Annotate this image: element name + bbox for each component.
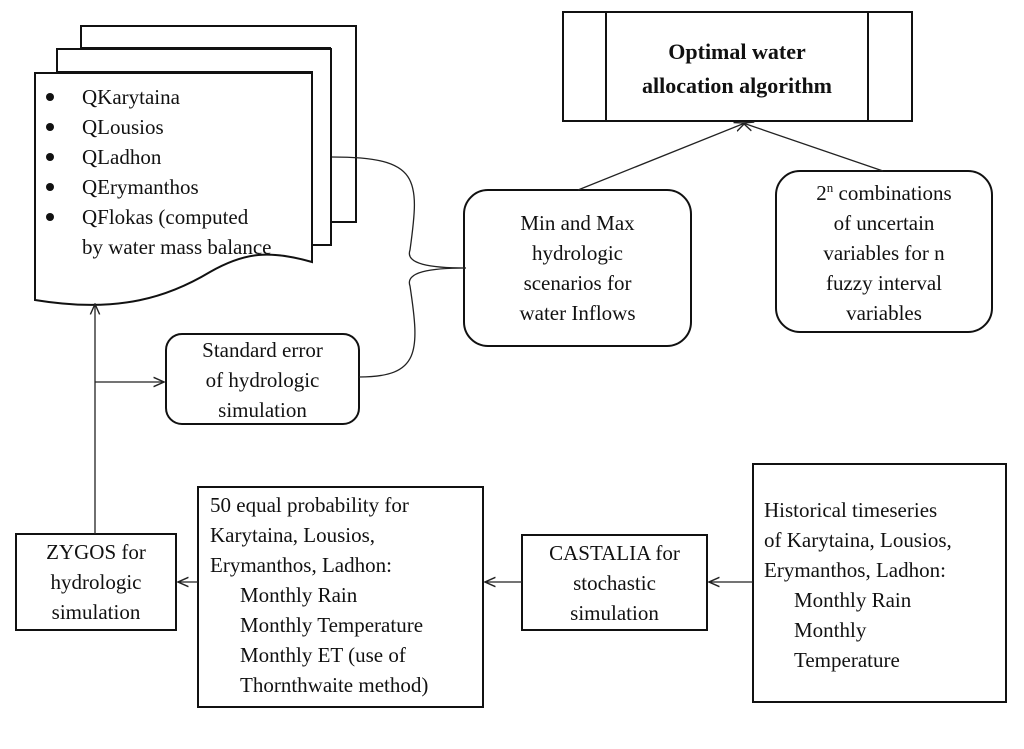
min-max-scenarios-label: Min and Max hydrologic scenarios for wat…: [519, 211, 636, 325]
equal-probability-box: [197, 486, 484, 708]
list-item: QFlokas (computed: [40, 202, 316, 232]
historical-box: [752, 463, 1007, 703]
standard-error-box: [165, 333, 360, 425]
equal-probability-heading: 50 equal probability for Karytaina, Lous…: [210, 493, 409, 577]
historical-heading: Historical timeseries of Karytaina, Lous…: [764, 498, 952, 582]
list-item: QLadhon: [40, 142, 316, 172]
zygos-label: ZYGOS for hydrologic simulation: [46, 540, 146, 624]
combinations-rest: of uncertain variables for n fuzzy inter…: [823, 211, 945, 325]
arrow-minmax-to-optimal: [577, 123, 745, 191]
combinations-box: [775, 170, 993, 333]
output-series-list: QKarytaina QLousios QLadhon QErymanthos …: [40, 82, 316, 262]
arrow-combos-to-optimal: [743, 123, 884, 172]
castalia-label: CASTALIA for stochastic simulation: [549, 541, 680, 625]
optimal-line-1: Optimal water: [668, 39, 806, 64]
optimal-algorithm-label: Optimal water allocation algorithm: [606, 35, 868, 103]
list-item: QErymanthos: [40, 172, 316, 202]
equal-probability-variables: Monthly Rain Monthly Temperature Monthly…: [240, 583, 429, 697]
combinations-label: 2n combinations of uncertain variables f…: [776, 178, 992, 328]
equal-probability-label: 50 equal probability for Karytaina, Lous…: [210, 490, 480, 700]
grouping-brace: [331, 156, 467, 378]
list-item: QLousios: [40, 112, 316, 142]
connectors: [95, 123, 884, 582]
historical-variables: Monthly Rain Monthly Temperature: [794, 588, 912, 672]
output-document-stack: [34, 25, 357, 306]
list-item-continuation: by water mass balance: [82, 235, 272, 259]
list-item: QKarytaina: [40, 82, 316, 112]
historical-label: Historical timeseries of Karytaina, Lous…: [764, 495, 1004, 675]
zygos-box: [15, 533, 177, 631]
combinations-first-line: 2n combinations: [816, 180, 952, 205]
optimal-line-2: allocation algorithm: [641, 73, 833, 98]
standard-error-label: Standard error of hydrologic simulation: [202, 338, 323, 422]
optimal-algorithm-box: [562, 11, 913, 122]
